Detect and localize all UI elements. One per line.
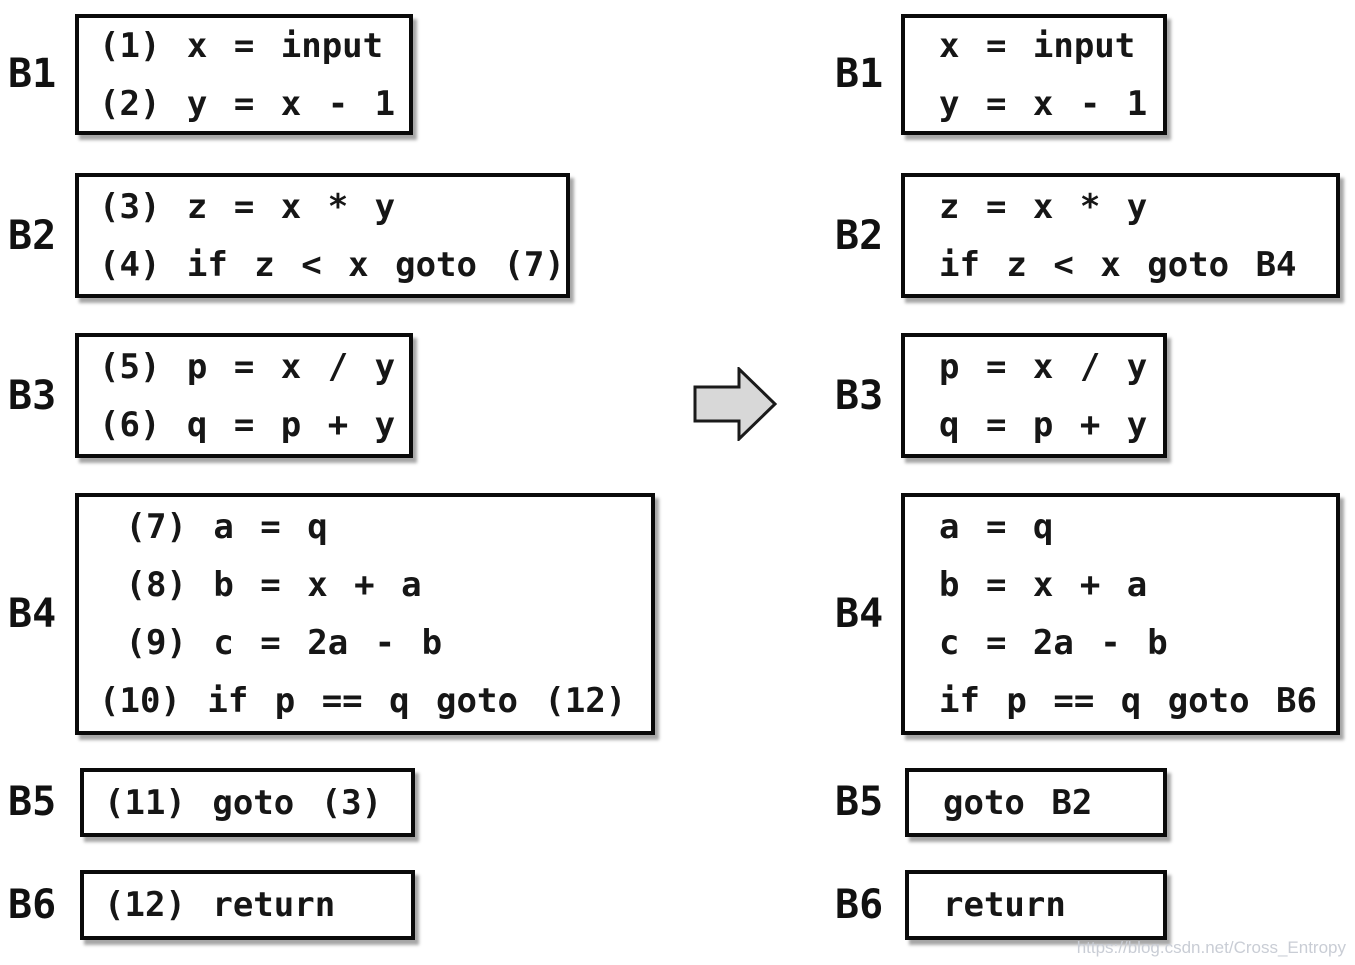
block-label-b2-left: B2: [8, 213, 57, 259]
basic-block-b3-right: p = x / y q = p + y: [901, 333, 1167, 458]
code-line: if z < x goto B4: [939, 244, 1297, 285]
watermark-url: https://blog.csdn.net/Cross_Entropy: [1076, 938, 1346, 957]
code-line: (3) z = x * y: [99, 186, 396, 227]
block-label-b4-right: B4: [835, 591, 884, 637]
block-label-b3-right: B3: [835, 373, 884, 419]
code-line: (1) x = input: [99, 25, 384, 66]
code-line: (5) p = x / y: [99, 346, 396, 387]
code-line: (4) if z < x goto (7): [99, 244, 565, 285]
code-line: return: [943, 885, 1066, 925]
code-line: b = x + a: [939, 565, 1148, 605]
basic-block-b4-right: a = q b = x + a c = 2a - b if p == q got…: [901, 493, 1340, 735]
transform-arrow-icon: [693, 367, 778, 441]
code-line: x = input: [939, 25, 1136, 66]
basic-block-b6-left: (12) return: [80, 870, 415, 940]
block-label-b1-left: B1: [8, 51, 57, 97]
basic-block-b1-right: x = input y = x - 1: [901, 14, 1167, 135]
basic-block-b5-left: (11) goto (3): [80, 768, 415, 837]
code-line: (2) y = x - 1: [99, 83, 396, 124]
code-line: if p == q goto B6: [939, 681, 1317, 721]
code-line: a = q: [939, 507, 1054, 547]
block-label-b5-left: B5: [8, 779, 57, 825]
block-label-b5-right: B5: [835, 779, 884, 825]
basic-block-b2-right: z = x * y if z < x goto B4: [901, 173, 1340, 298]
code-line: (9) c = 2a - b: [99, 623, 443, 663]
code-line: q = p + y: [939, 404, 1148, 445]
block-label-b2-right: B2: [835, 213, 884, 259]
block-label-b4-left: B4: [8, 591, 57, 637]
code-line: (8) b = x + a: [99, 565, 422, 605]
code-line: p = x / y: [939, 346, 1148, 387]
basic-block-b4-left: (7) a = q (8) b = x + a (9) c = 2a - b (…: [75, 493, 655, 735]
code-line: (10) if p == q goto (12): [99, 681, 627, 721]
block-label-b3-left: B3: [8, 373, 57, 419]
code-line: goto B2: [943, 782, 1093, 823]
code-line: (12) return: [104, 885, 336, 925]
block-label-b6-right: B6: [835, 882, 884, 928]
block-label-b1-right: B1: [835, 51, 884, 97]
code-line: (6) q = p + y: [99, 404, 396, 445]
code-line: (11) goto (3): [104, 782, 383, 823]
basic-block-b2-left: (3) z = x * y (4) if z < x goto (7): [75, 173, 570, 298]
code-line: y = x - 1: [939, 83, 1148, 124]
code-line: c = 2a - b: [939, 623, 1168, 663]
basic-block-b6-right: return: [905, 870, 1167, 940]
code-line: z = x * y: [939, 186, 1148, 227]
code-line: (7) a = q: [99, 507, 328, 547]
basic-block-b3-left: (5) p = x / y (6) q = p + y: [75, 333, 413, 458]
basic-block-b5-right: goto B2: [905, 768, 1167, 837]
basic-block-b1-left: (1) x = input (2) y = x - 1: [75, 14, 413, 135]
block-label-b6-left: B6: [8, 882, 57, 928]
